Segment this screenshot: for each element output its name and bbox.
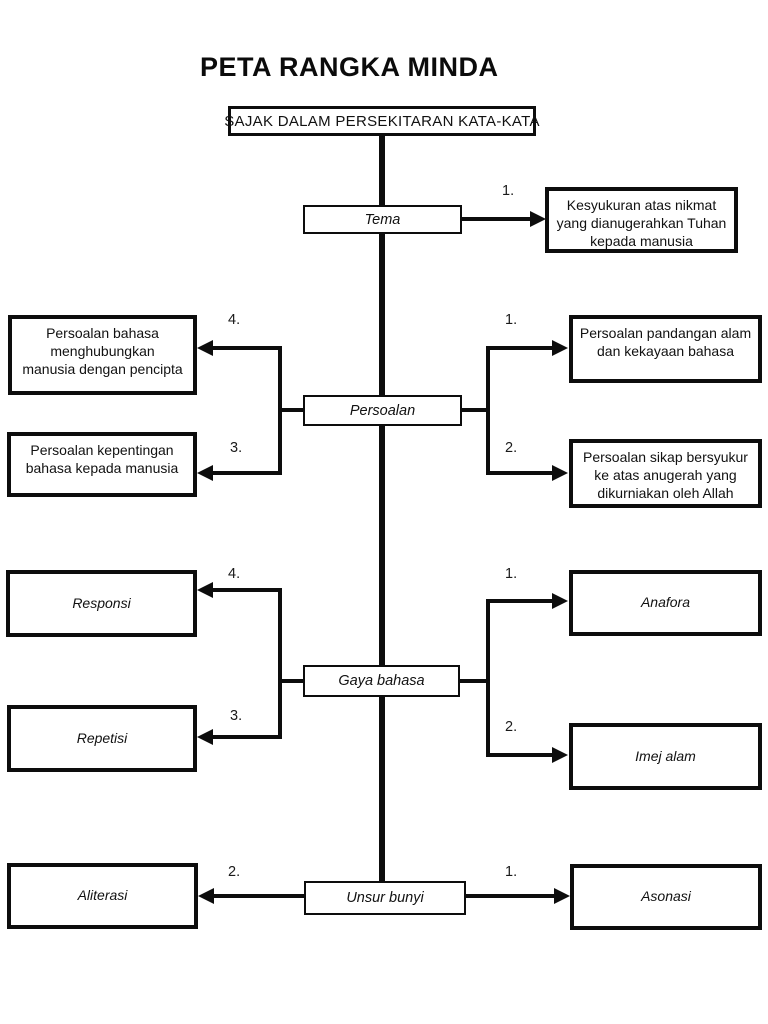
leaf-persoalan-3-label: Persoalan kepentingan bahasa kepada manu…: [25, 442, 179, 476]
node-tema-label: Tema: [364, 211, 401, 228]
node-gaya-bahasa-label: Gaya bahasa: [338, 673, 425, 689]
node-gaya-bahasa: Gaya bahasa: [303, 665, 460, 697]
branch-number: 2.: [505, 719, 518, 735]
connector-line: [488, 471, 554, 475]
node-tema: Tema: [303, 205, 462, 234]
leaf-persoalan-2: Persoalan sikap bersyukur ke atas anuger…: [569, 439, 762, 508]
branch-number: 3.: [230, 708, 243, 724]
connector-line: [212, 471, 282, 475]
connector-line: [280, 679, 303, 683]
node-persoalan: Persoalan: [303, 395, 462, 426]
connector-line: [488, 753, 554, 757]
leaf-aliterasi: Aliterasi: [7, 863, 198, 929]
connector-line: [488, 599, 554, 603]
leaf-responsi: Responsi: [6, 570, 197, 637]
leaf-anafora: Anafora: [569, 570, 762, 636]
branch-number: 1.: [505, 864, 518, 880]
node-persoalan-label: Persoalan: [349, 402, 416, 419]
leaf-asonasi: Asonasi: [570, 864, 762, 930]
connector-line: [460, 679, 488, 683]
leaf-imej-alam: Imej alam: [569, 723, 762, 790]
connector-line: [486, 346, 490, 475]
connector-line: [212, 588, 282, 592]
connector-line: [486, 599, 490, 757]
central-spine-line: [379, 136, 385, 882]
branch-number: 1.: [502, 183, 515, 199]
branch-number: 1.: [505, 566, 518, 582]
connector-line: [488, 346, 554, 350]
arrowhead-left-icon: [197, 340, 213, 356]
arrowhead-left-icon: [198, 888, 214, 904]
arrowhead-right-icon: [552, 465, 568, 481]
connector-line: [212, 735, 282, 739]
branch-number: 2.: [505, 440, 518, 456]
connector-line: [280, 408, 303, 412]
leaf-persoalan-3: Persoalan kepentingan bahasa kepada manu…: [7, 432, 197, 497]
arrowhead-right-icon: [554, 888, 570, 904]
leaf-imej-alam-label: Imej alam: [635, 747, 696, 764]
leaf-asonasi-label: Asonasi: [641, 888, 691, 905]
arrowhead-left-icon: [197, 729, 213, 745]
leaf-persoalan-1: Persoalan pandangan alam dan kekayaan ba…: [569, 315, 762, 383]
root-topic-label: SAJAK DALAM PERSEKITARAN KATA-KATA: [224, 112, 540, 130]
leaf-persoalan-1-label: Persoalan pandangan alam dan kekayaan ba…: [579, 325, 752, 359]
leaf-anafora-label: Anafora: [640, 594, 691, 611]
root-topic-box: SAJAK DALAM PERSEKITARAN KATA-KATA: [224, 106, 539, 136]
branch-number: 4.: [228, 312, 241, 328]
connector-line: [462, 408, 488, 412]
arrowhead-right-icon: [552, 747, 568, 763]
node-unsur-bunyi-label: Unsur bunyi: [346, 890, 424, 906]
leaf-aliterasi-label: Aliterasi: [77, 887, 128, 904]
leaf-persoalan-2-label: Persoalan sikap bersyukur ke atas anuger…: [583, 449, 748, 501]
connector-line: [213, 894, 304, 898]
connector-line: [462, 217, 532, 221]
branch-number: 4.: [228, 566, 241, 582]
branch-number: 1.: [505, 312, 518, 328]
leaf-tema-1: Kesyukuran atas nikmat yang dianugerahka…: [545, 187, 738, 253]
leaf-persoalan-4-label: Persoalan bahasa menghubungkan manusia d…: [22, 325, 183, 377]
leaf-responsi-label: Responsi: [72, 594, 131, 611]
node-unsur-bunyi: Unsur bunyi: [304, 881, 466, 915]
arrowhead-left-icon: [197, 582, 213, 598]
connector-line: [212, 346, 282, 350]
page-title: PETA RANGKA MINDA: [200, 52, 499, 82]
arrowhead-right-icon: [552, 593, 568, 609]
connector-line: [278, 346, 282, 475]
connector-line: [466, 894, 555, 898]
arrowhead-left-icon: [197, 465, 213, 481]
leaf-persoalan-4: Persoalan bahasa menghubungkan manusia d…: [8, 315, 197, 395]
arrowhead-right-icon: [530, 211, 546, 227]
branch-number: 2.: [228, 864, 241, 880]
connector-line: [278, 588, 282, 739]
branch-number: 3.: [230, 440, 243, 456]
arrowhead-right-icon: [552, 340, 568, 356]
leaf-repetisi-label: Repetisi: [76, 729, 128, 746]
leaf-tema-1-label: Kesyukuran atas nikmat yang dianugerahka…: [556, 197, 727, 249]
leaf-repetisi: Repetisi: [7, 705, 197, 772]
